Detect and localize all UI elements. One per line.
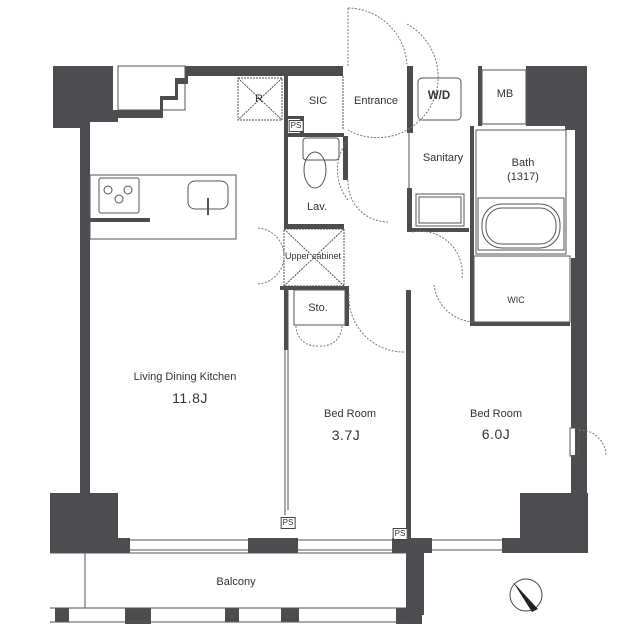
wic-label: WIC — [507, 295, 525, 305]
pipe-space-label: PS — [288, 120, 304, 132]
door-swings — [257, 7, 607, 457]
upper-cabinet-label: Upper cabinet — [284, 251, 342, 261]
bath-size-label: (1317) — [507, 171, 539, 183]
walls — [50, 66, 588, 624]
pipe-space-label: PS — [280, 517, 296, 529]
compass — [509, 578, 543, 612]
bedroom2-area: 6.0J — [481, 426, 511, 442]
sanitary-label: Sanitary — [422, 152, 464, 164]
refrigerator-label: R — [255, 93, 263, 105]
mb-label: MB — [496, 88, 514, 100]
bedroom1-area: 3.7J — [331, 427, 361, 443]
pipe-space-label: PS — [392, 528, 408, 540]
wd-label: W/D — [427, 90, 451, 102]
bath-label: Bath — [511, 157, 535, 169]
entrance-label: Entrance — [353, 95, 399, 107]
bedroom2-label: Bed Room — [470, 408, 522, 420]
sic-label: SIC — [308, 95, 328, 107]
ldk-label: Living Dining Kitchen — [133, 371, 237, 383]
bedroom1-label: Bed Room — [324, 408, 376, 420]
balcony-label: Balcony — [216, 576, 256, 588]
lav-label: Lav. — [307, 201, 327, 213]
fixtures — [50, 65, 580, 623]
storage-label: Sto. — [308, 302, 328, 314]
ldk-area: 11.8J — [172, 390, 208, 406]
